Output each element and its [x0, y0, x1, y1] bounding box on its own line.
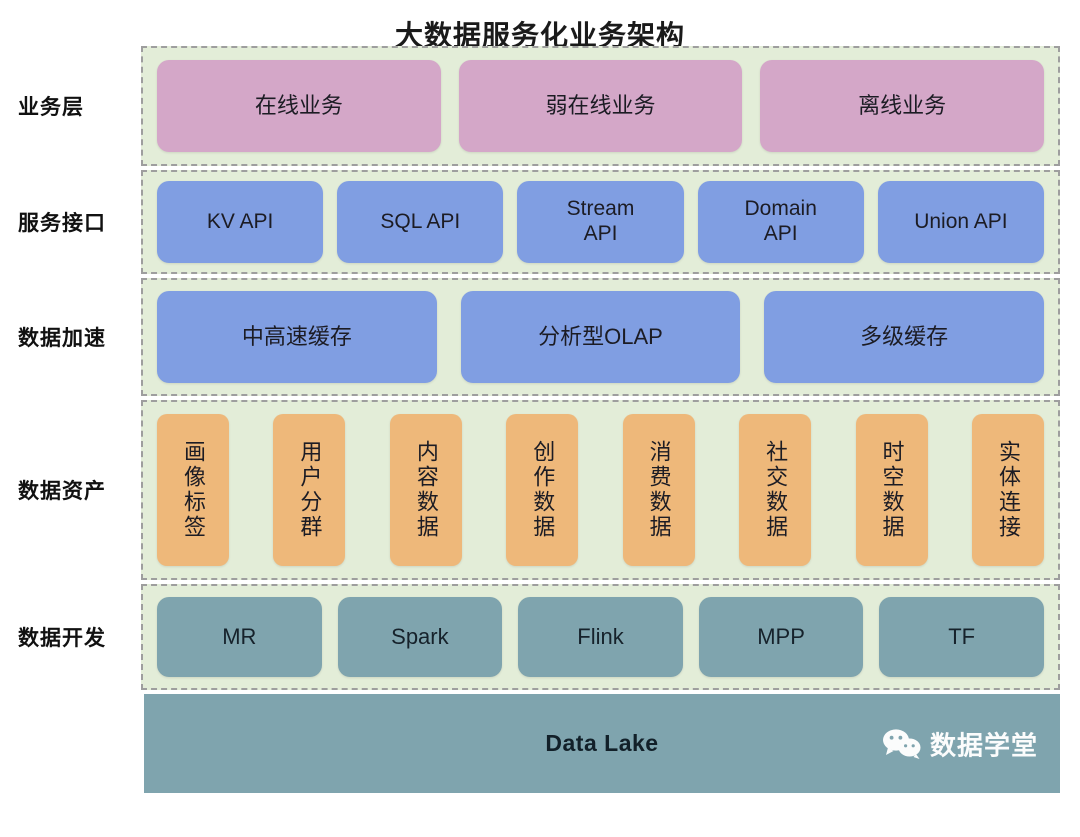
box-user-segments[interactable]: 用户分群: [273, 414, 346, 566]
data-lake-row: Data Lake 数据学堂: [0, 694, 1080, 793]
wechat-icon: [882, 728, 922, 760]
layer-row-business: 业务层 在线业务 弱在线业务 离线业务: [0, 46, 1080, 166]
layer-band-business: 在线业务 弱在线业务 离线业务: [141, 46, 1060, 166]
row-label-business: 业务层: [18, 96, 84, 119]
box-weak-online-business[interactable]: 弱在线业务: [458, 60, 743, 152]
box-entity-links[interactable]: 实体连接: [971, 414, 1044, 566]
box-mr[interactable]: MR: [157, 597, 322, 677]
layer-band-data-acceleration: 中高速缓存 分析型OLAP 多级缓存: [141, 278, 1060, 396]
watermark-text: 数据学堂: [929, 730, 1038, 760]
box-offline-business[interactable]: 离线业务: [760, 60, 1045, 152]
box-flink[interactable]: Flink: [518, 597, 683, 677]
data-lake-spacer: [0, 694, 144, 793]
box-mpp[interactable]: MPP: [698, 597, 864, 677]
layer-row-data-acceleration: 数据加速 中高速缓存 分析型OLAP 多级缓存: [0, 278, 1080, 396]
row-label-data-assets: 数据资产: [18, 480, 106, 503]
layer-band-service-interface: KV API SQL API Stream API Domain API Uni…: [141, 170, 1060, 274]
watermark: 数据学堂: [882, 725, 1038, 762]
architecture-diagram: 业务层 在线业务 弱在线业务 离线业务 服务接口 KV API SQL API …: [0, 46, 1080, 793]
box-kv-api[interactable]: KV API: [157, 181, 324, 263]
box-analytical-olap[interactable]: 分析型OLAP: [460, 291, 741, 383]
box-spark[interactable]: Spark: [337, 597, 503, 677]
row-label-service-interface: 服务接口: [18, 212, 106, 235]
box-spatiotemporal-data[interactable]: 时空数据: [855, 414, 928, 566]
box-union-api[interactable]: Union API: [877, 181, 1045, 263]
row-label-data-acceleration: 数据加速: [18, 327, 106, 350]
layer-row-data-development: 数据开发 MR Spark Flink MPP TF: [0, 584, 1080, 690]
layer-band-data-assets: 画像标签 用户分群 内容数据 创作数据 消费数据 社交数据 时空数据 实体连接: [141, 400, 1060, 580]
box-social-data[interactable]: 社交数据: [739, 414, 812, 566]
page-title: 大数据服务化业务架构: [394, 20, 685, 51]
box-stream-api[interactable]: Stream API: [517, 181, 684, 263]
layer-row-service-interface: 服务接口 KV API SQL API Stream API Domain AP…: [0, 170, 1080, 274]
box-consumption-data[interactable]: 消费数据: [622, 414, 695, 566]
layer-row-data-assets: 数据资产 画像标签 用户分群 内容数据 创作数据 消费数据 社交数据 时空数据 …: [0, 400, 1080, 580]
row-label-data-development: 数据开发: [18, 627, 106, 650]
box-profile-tags[interactable]: 画像标签: [157, 414, 229, 566]
data-lake-bar[interactable]: Data Lake 数据学堂: [144, 694, 1060, 793]
box-creation-data[interactable]: 创作数据: [506, 414, 579, 566]
box-mid-high-speed-cache[interactable]: 中高速缓存: [157, 291, 437, 383]
layer-band-data-development: MR Spark Flink MPP TF: [141, 584, 1060, 690]
box-content-data[interactable]: 内容数据: [389, 414, 462, 566]
box-multilevel-cache[interactable]: 多级缓存: [764, 291, 1045, 383]
box-tf[interactable]: TF: [879, 597, 1044, 677]
box-online-business[interactable]: 在线业务: [157, 60, 441, 152]
box-sql-api[interactable]: SQL API: [337, 181, 504, 263]
box-domain-api[interactable]: Domain API: [697, 181, 864, 263]
data-lake-label: Data Lake: [545, 730, 659, 756]
